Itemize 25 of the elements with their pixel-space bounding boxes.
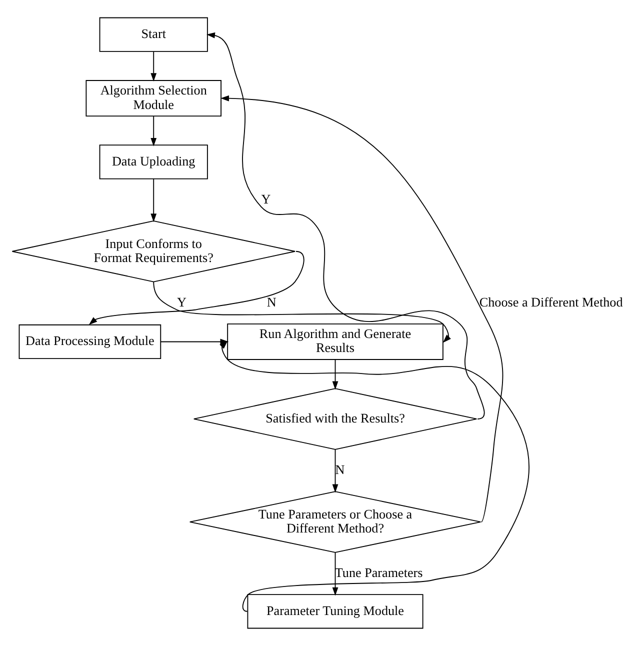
node-box: Run Algorithm and Generate Results [227, 322, 444, 360]
node-diamond: Tune Parameters or Choose a Different Method? [189, 490, 482, 552]
node-box: Data Processing Module [18, 324, 162, 359]
edge-label: Y [176, 294, 186, 309]
arrow [153, 280, 451, 342]
arrow [150, 178, 157, 222]
arrow [88, 250, 304, 324]
edge-label: N [266, 294, 276, 309]
edge-label: Choose a Different Method [479, 294, 623, 309]
arrow [206, 32, 485, 419]
node-box: Algorithm Selection Module [86, 80, 222, 116]
arrow [332, 552, 338, 596]
arrow [150, 50, 157, 82]
node-diamond: Input Conforms to Format Requirements? [12, 220, 296, 282]
arrow [332, 358, 338, 390]
node-box: Data Uploading [99, 144, 208, 179]
node-box: Start [99, 16, 208, 52]
edge-label: Tune Parameters [334, 564, 423, 580]
arrow [220, 340, 530, 612]
arrow [150, 115, 157, 146]
edge-label: N [335, 461, 345, 476]
node-box: Parameter Tuning Module [247, 594, 424, 628]
arrow [332, 448, 338, 492]
edge-label: Y [261, 190, 271, 206]
node-diamond: Satisfied with the Results? [193, 388, 478, 450]
